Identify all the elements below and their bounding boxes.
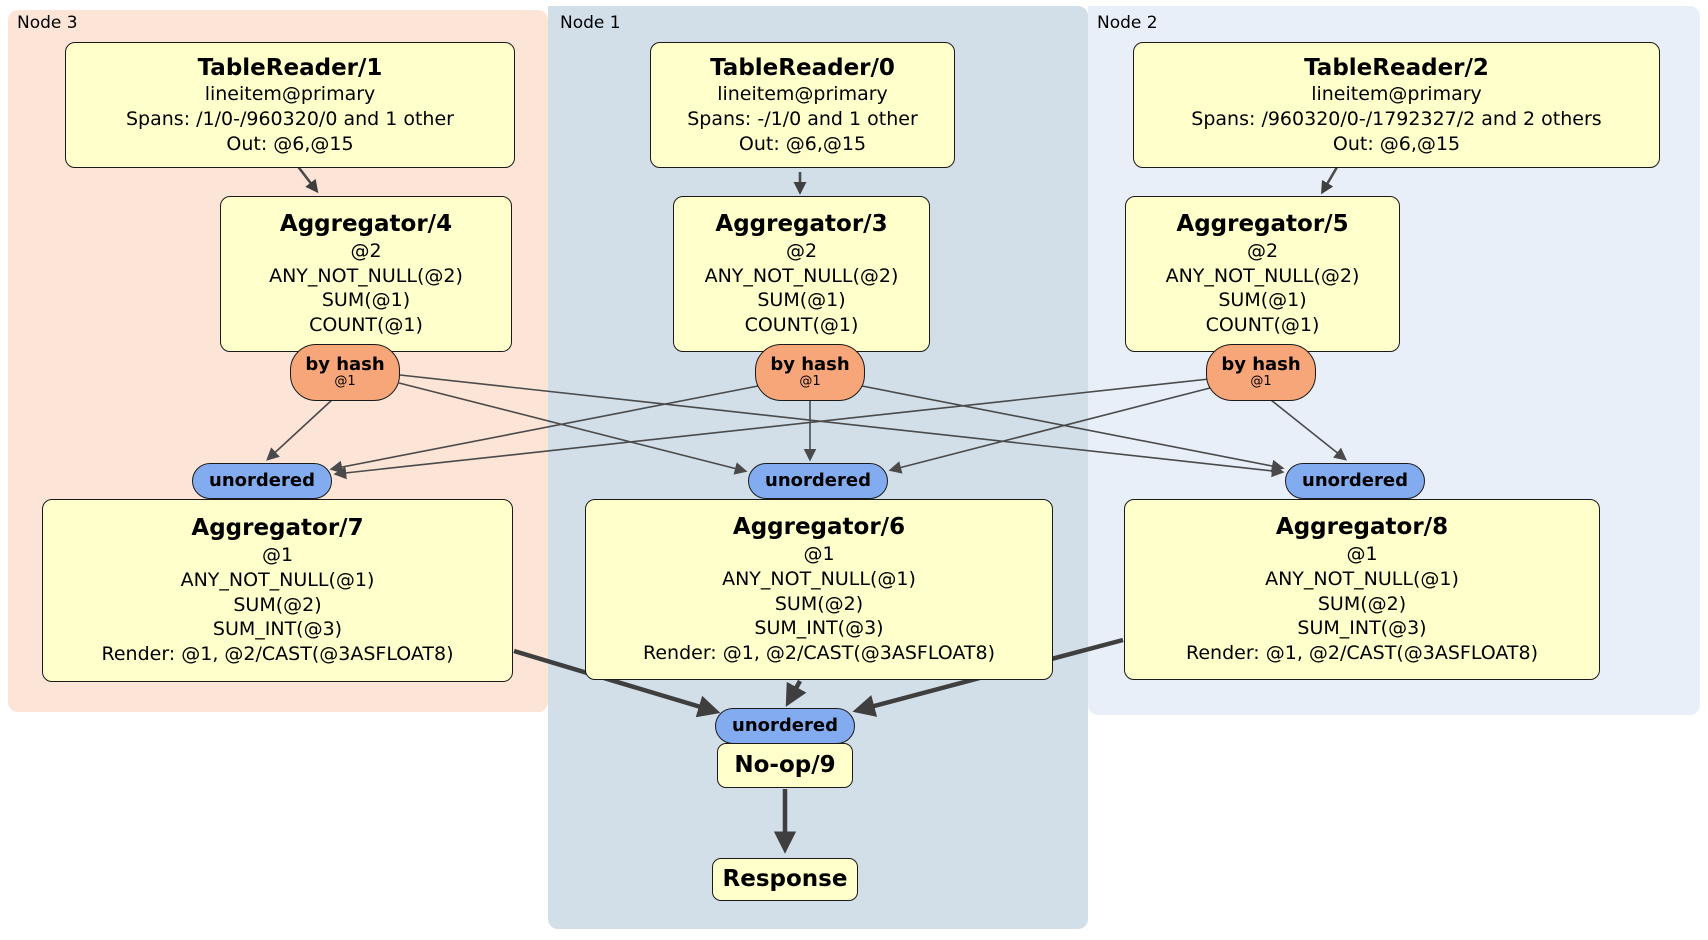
node-detail: SUM(@2)	[233, 593, 322, 616]
node-detail: Render: @1, @2/CAST(@3ASFLOAT8)	[1186, 641, 1538, 664]
router-sublabel: @1	[1250, 373, 1272, 389]
node-detail: SUM(@1)	[757, 289, 846, 312]
router-sublabel: @1	[334, 373, 356, 389]
node-detail: Spans: /960320/0-/1792327/2 and 2 others	[1191, 108, 1602, 131]
region-label-node3: Node 3	[17, 13, 78, 33]
node-detail: lineitem@primary	[204, 83, 376, 106]
node-detail: lineitem@primary	[717, 83, 888, 106]
node-title: Aggregator/5	[1176, 211, 1349, 238]
router-by-hash-center[interactable]: by hash @1	[755, 344, 865, 401]
sync-unordered-bottom[interactable]: unordered	[715, 708, 855, 744]
node-response[interactable]: Response	[712, 858, 858, 901]
sync-unordered-left[interactable]: unordered	[192, 463, 332, 499]
node-detail: SUM(@1)	[1218, 289, 1307, 312]
node-title: Aggregator/7	[191, 515, 364, 542]
node-detail: SUM_INT(@3)	[754, 617, 884, 640]
sync-label: unordered	[732, 714, 838, 736]
node-detail: SUM(@2)	[774, 592, 864, 615]
node-title: TableReader/0	[710, 54, 895, 81]
node-detail: ANY_NOT_NULL(@2)	[704, 264, 899, 287]
node-detail: COUNT(@1)	[309, 314, 423, 337]
node-tablereader-0[interactable]: TableReader/0 lineitem@primary Spans: -/…	[650, 42, 955, 168]
node-aggregator-7[interactable]: Aggregator/7 @1 ANY_NOT_NULL(@1) SUM(@2)…	[42, 499, 513, 682]
region-label-node1: Node 1	[560, 13, 621, 33]
node-detail: @2	[350, 240, 382, 262]
router-by-hash-right[interactable]: by hash @1	[1206, 344, 1316, 401]
node-detail: COUNT(@1)	[744, 314, 859, 337]
router-label: by hash	[770, 353, 850, 375]
node-detail: ANY_NOT_NULL(@1)	[180, 568, 375, 591]
node-tablereader-1[interactable]: TableReader/1 lineitem@primary Spans: /1…	[65, 42, 515, 168]
node-title: Aggregator/6	[732, 514, 906, 541]
node-detail: Out: @6,@15	[1332, 132, 1461, 155]
node-title: No-op/9	[734, 752, 836, 779]
region-label-node2: Node 2	[1097, 13, 1158, 33]
node-aggregator-6[interactable]: Aggregator/6 @1 ANY_NOT_NULL(@1) SUM(@2)…	[585, 499, 1053, 680]
node-title: Aggregator/4	[279, 211, 453, 238]
node-detail: @1	[261, 544, 294, 567]
node-detail: @1	[803, 543, 835, 566]
sync-unordered-right[interactable]: unordered	[1285, 463, 1425, 499]
node-detail: lineitem@primary	[1311, 83, 1482, 106]
node-aggregator-4[interactable]: Aggregator/4 @2 ANY_NOT_NULL(@2) SUM(@1)…	[220, 196, 512, 352]
node-detail: Out: @6,@15	[738, 132, 867, 155]
edge-hashC-unL	[329, 385, 759, 474]
edge-hashR-unC	[888, 387, 1211, 474]
node-detail: SUM_INT(@3)	[212, 618, 343, 641]
edge-hashR-unR	[1270, 399, 1348, 461]
sync-label: unordered	[1302, 469, 1408, 491]
node-detail: Spans: /1/0-/960320/0 and 1 other	[126, 108, 454, 131]
node-detail: ANY_NOT_NULL(@1)	[1265, 567, 1459, 590]
node-title: TableReader/1	[197, 54, 383, 81]
router-sublabel: @1	[799, 373, 821, 389]
node-detail: SUM(@2)	[1317, 592, 1407, 615]
router-label: by hash	[1221, 353, 1301, 375]
node-detail: Render: @1, @2/CAST(@3ASFLOAT8)	[101, 642, 454, 665]
node-detail: ANY_NOT_NULL(@1)	[722, 567, 916, 590]
sync-label: unordered	[765, 469, 871, 491]
node-detail: Render: @1, @2/CAST(@3ASFLOAT8)	[643, 641, 995, 664]
node-aggregator-5[interactable]: Aggregator/5 @2 ANY_NOT_NULL(@2) SUM(@1)…	[1125, 196, 1400, 352]
node-title: Aggregator/8	[1275, 514, 1449, 541]
node-aggregator-8[interactable]: Aggregator/8 @1 ANY_NOT_NULL(@1) SUM(@2)…	[1124, 499, 1600, 680]
node-detail: @2	[1246, 240, 1279, 262]
node-detail: COUNT(@1)	[1205, 314, 1320, 337]
node-detail: ANY_NOT_NULL(@2)	[1165, 264, 1360, 287]
node-detail: Out: @6,@15	[226, 132, 354, 155]
edge-hashR-unL	[333, 378, 1210, 480]
node-tablereader-2[interactable]: TableReader/2 lineitem@primary Spans: /9…	[1133, 42, 1660, 168]
edge-hashC-unR	[861, 385, 1285, 473]
node-title: Aggregator/3	[715, 211, 888, 238]
edge-agg7-unB	[513, 648, 721, 718]
node-title: Response	[722, 866, 848, 893]
edge-hashL-unL	[266, 398, 334, 461]
node-aggregator-3[interactable]: Aggregator/3 @2 ANY_NOT_NULL(@2) SUM(@1)…	[673, 196, 930, 352]
node-detail: @1	[1346, 543, 1378, 566]
edge-hashL-unC	[398, 382, 748, 475]
edge-agg6-unB	[785, 679, 807, 707]
node-title: TableReader/2	[1304, 54, 1489, 81]
node-detail: ANY_NOT_NULL(@2)	[269, 264, 463, 287]
node-detail: @2	[785, 240, 818, 262]
edge-hashL-unR	[399, 374, 1285, 478]
node-noop-9[interactable]: No-op/9	[717, 743, 853, 788]
sync-label: unordered	[209, 469, 315, 491]
sync-unordered-center[interactable]: unordered	[748, 463, 888, 499]
node-detail: Spans: -/1/0 and 1 other	[687, 108, 918, 131]
router-by-hash-left[interactable]: by hash @1	[290, 344, 400, 401]
router-label: by hash	[305, 353, 385, 375]
node-detail: SUM_INT(@3)	[1297, 617, 1427, 640]
node-detail: SUM(@1)	[321, 289, 411, 312]
